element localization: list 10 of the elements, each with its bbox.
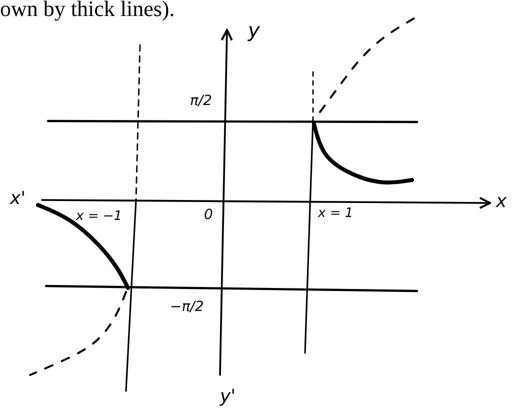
axis-label: y: [248, 20, 260, 40]
line-label: x = −1: [76, 210, 122, 223]
line-label: x = 1: [318, 207, 354, 220]
tick-label: π/2: [190, 94, 212, 108]
caption-fragment: own by thick lines).: [0, 0, 175, 20]
axis-label: x: [496, 193, 507, 211]
axis-label: x': [10, 190, 26, 208]
tick-label: −π/2: [170, 300, 204, 314]
origin-label: 0: [204, 208, 213, 222]
axis-label: y': [220, 388, 236, 406]
